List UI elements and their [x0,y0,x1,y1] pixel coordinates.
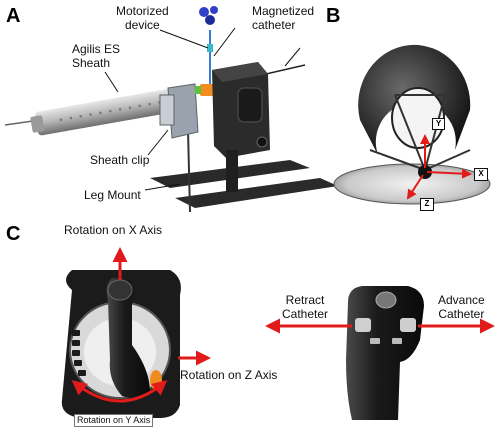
joystick-dial-buttons [72,330,86,376]
panel-a-device [4,6,338,213]
motor-knob [237,87,263,123]
label-rotation-x: Rotation on X Axis [64,223,163,237]
leg-mount-plate-lower [175,178,338,208]
label-agilis-sheath: Agilis ES Sheath [72,42,121,70]
axis-label-x: X [474,168,488,181]
joystick-grip [106,278,150,399]
label-rotation-z: Rotation on Z Axis [180,368,278,382]
handle-top-button [375,291,397,309]
axis-label-y: Y [432,118,445,130]
sphere-base [333,163,491,205]
panel-c-joystick [61,247,211,418]
panel-letter-a: A [6,5,21,27]
joystick-hat [107,279,133,301]
agilis-sheath-tube [30,86,186,136]
leg-mount-post [187,129,191,213]
motor-screw [256,136,268,148]
label-rotation-y: Rotation on Y Axis [74,414,154,427]
handle-right-button [400,318,416,332]
tripod-legs [369,94,471,171]
panel-c-handle [265,286,495,420]
x-axis-arrow [426,168,472,179]
handle-left-lower [370,338,380,344]
green-joint [195,86,201,94]
label-magnetized-catheter: Magnetized catheter [252,4,315,32]
label-motorized-device: Motorized device [116,4,169,32]
z-axis-arrow [406,174,424,200]
blue-motor-assembly [199,6,218,25]
motor-leg [226,150,238,192]
label-retract-catheter: Retract Catheter [282,293,329,321]
axis-label-z: Z [420,198,434,211]
label-leg-mount: Leg Mount [84,188,141,202]
handle-left-button [355,318,371,332]
label-advance-catheter: Advance Catheter [438,293,485,321]
rotation-y-arrow [71,380,168,403]
label-sheath-clip: Sheath clip [90,153,150,167]
sheath-clip-face [159,94,175,126]
motor-rod-connector [207,44,213,52]
panel-b-sphere [333,44,491,205]
handle-right-lower [392,338,402,344]
panel-letter-b: B [326,5,341,27]
panel-letter-c: C [6,223,21,245]
orange-joint [200,84,214,96]
motor-housing-top [212,62,268,82]
